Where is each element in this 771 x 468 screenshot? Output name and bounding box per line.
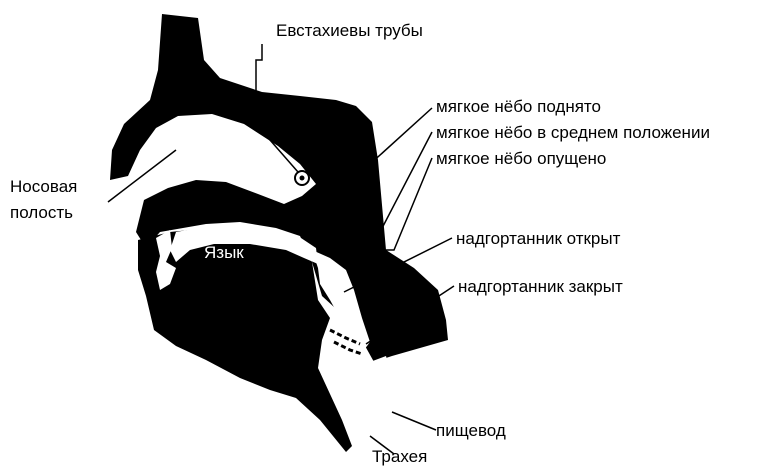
label-soft-palate-raised: мягкое нёбо поднято (436, 97, 601, 116)
label-nasal-cavity-line2: полость (10, 203, 73, 222)
label-esophagus: пищевод (436, 421, 506, 440)
leader-esophagus (392, 412, 436, 430)
label-epiglottis-open: надгортанник открыт (456, 229, 621, 248)
label-soft-palate-lowered: мягкое нёбо опущено (436, 149, 606, 168)
label-tongue: Язык (204, 243, 244, 262)
label-soft-palate-middle: мягкое нёбо в среднем положении (436, 123, 710, 142)
esophagus-channel (370, 356, 396, 414)
label-eustachian-tubes: Евстахиевы трубы (276, 21, 423, 40)
eustachian-tube-dot (300, 176, 305, 181)
label-epiglottis-closed: надгортанник закрыт (458, 277, 623, 296)
label-trachea: Трахея (372, 447, 427, 466)
label-nasal-cavity-line1: Носовая (10, 177, 77, 196)
